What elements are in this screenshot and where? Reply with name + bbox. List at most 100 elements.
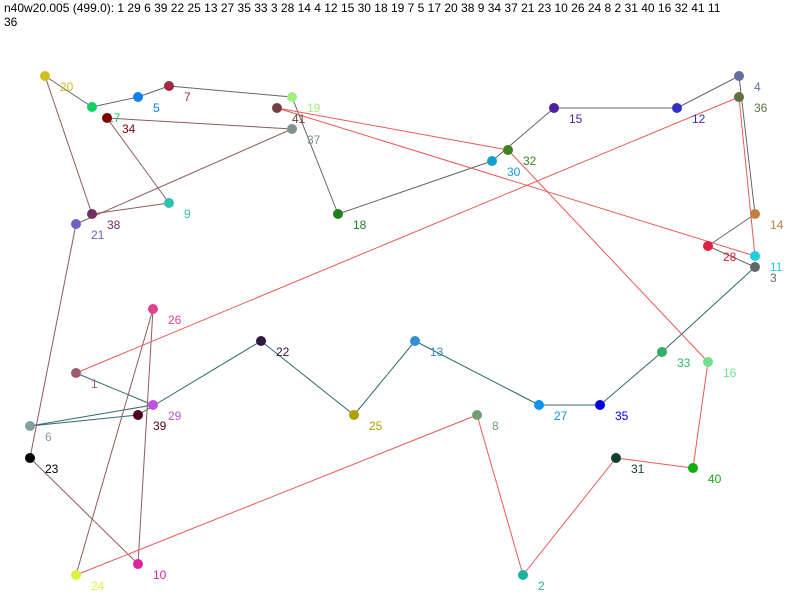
node-33 bbox=[657, 347, 667, 357]
node-label: 37 bbox=[307, 133, 321, 147]
node-label: 2 bbox=[538, 579, 545, 593]
edge-31-40 bbox=[615, 457, 694, 469]
node-label: 40 bbox=[708, 472, 722, 486]
node-19 bbox=[287, 92, 297, 102]
node-label: 24 bbox=[91, 579, 105, 593]
node-11 bbox=[750, 251, 760, 261]
node-12 bbox=[672, 103, 682, 113]
node-label: 11 bbox=[770, 260, 783, 274]
edge-17-20 bbox=[44, 75, 93, 108]
edge-7-5 bbox=[137, 85, 170, 98]
edge-40-16 bbox=[692, 361, 709, 469]
node-label: 28 bbox=[723, 250, 737, 264]
edge-21-23 bbox=[29, 223, 77, 459]
node-27 bbox=[534, 400, 544, 410]
edge-32-41 bbox=[276, 107, 509, 151]
edge-10-26 bbox=[137, 308, 154, 565]
node-label: 35 bbox=[615, 409, 629, 423]
edge-38-9 bbox=[91, 202, 170, 215]
node-16 bbox=[703, 357, 713, 367]
edge-5-17 bbox=[91, 96, 139, 108]
node-label: 38 bbox=[107, 218, 121, 232]
node-label: 31 bbox=[631, 462, 645, 476]
node-2 bbox=[518, 570, 528, 580]
node-label: 9 bbox=[184, 207, 191, 221]
node-39 bbox=[133, 410, 143, 420]
node-label: 23 bbox=[45, 462, 59, 476]
node-label: 29 bbox=[168, 409, 182, 423]
node-label: 3 bbox=[770, 271, 777, 285]
node-17 bbox=[87, 102, 97, 112]
node-label: 26 bbox=[168, 313, 182, 327]
edge-41-11 bbox=[276, 107, 756, 257]
node-10 bbox=[133, 559, 143, 569]
node-1 bbox=[71, 368, 81, 378]
edge-23-10 bbox=[29, 457, 139, 565]
node-21 bbox=[71, 219, 81, 229]
node-label: 6 bbox=[45, 430, 52, 444]
node-label: 15 bbox=[569, 112, 583, 126]
edge-16-32 bbox=[507, 149, 709, 363]
node-35 bbox=[595, 400, 605, 410]
node-6 bbox=[25, 421, 35, 431]
edge-6-39 bbox=[29, 414, 139, 427]
node-41 bbox=[272, 103, 282, 113]
node-label: 10 bbox=[153, 568, 167, 582]
edges bbox=[29, 75, 756, 576]
edge-22-25 bbox=[260, 340, 355, 416]
node-24 bbox=[71, 570, 81, 580]
node-15 bbox=[549, 103, 559, 113]
edge-1-29 bbox=[75, 372, 154, 406]
node-32 bbox=[503, 145, 513, 155]
node-label: 19 bbox=[307, 101, 321, 115]
edge-36-1 bbox=[75, 96, 740, 374]
node-label: 39 bbox=[153, 419, 167, 433]
edge-3-28 bbox=[707, 245, 756, 268]
node-label: 7 bbox=[184, 90, 191, 104]
node-9 bbox=[164, 198, 174, 208]
node-28 bbox=[703, 241, 713, 251]
edge-37-21 bbox=[75, 128, 293, 225]
edge-11-36 bbox=[738, 96, 756, 257]
node-label: 8 bbox=[492, 419, 499, 433]
edge-29-6 bbox=[29, 404, 154, 427]
node-26 bbox=[148, 304, 158, 314]
edge-24-8 bbox=[75, 414, 478, 576]
node-30 bbox=[487, 156, 497, 166]
edge-25-13 bbox=[353, 340, 416, 416]
edge-19-7 bbox=[168, 85, 293, 98]
node-label: 14 bbox=[770, 218, 784, 232]
edge-33-3 bbox=[661, 266, 756, 353]
tour-title: n40w20.005 (499.0): 1 29 6 39 22 25 13 2… bbox=[4, 1, 721, 29]
node-7 bbox=[164, 81, 174, 91]
node-label: 34 bbox=[122, 122, 136, 136]
edge-9-34 bbox=[106, 117, 170, 204]
edge-18-19 bbox=[291, 96, 339, 215]
node-label: 5 bbox=[153, 101, 160, 115]
edge-30-18 bbox=[337, 160, 493, 215]
node-label: 16 bbox=[723, 366, 737, 380]
edge-15-30 bbox=[491, 107, 555, 162]
node-label: 4 bbox=[754, 80, 761, 94]
node-18 bbox=[333, 209, 343, 219]
node-label: 25 bbox=[369, 419, 383, 433]
node-37 bbox=[287, 124, 297, 134]
node-4 bbox=[734, 71, 744, 81]
node-label: 1 bbox=[91, 377, 98, 391]
node-label: 32 bbox=[523, 154, 537, 168]
edge-39-22 bbox=[137, 340, 262, 416]
edge-4-12 bbox=[676, 75, 740, 109]
edge-26-24 bbox=[75, 308, 154, 576]
node-40 bbox=[688, 463, 698, 473]
node-38 bbox=[87, 209, 97, 219]
node-29 bbox=[148, 400, 158, 410]
node-label: 33 bbox=[677, 356, 691, 370]
node-label: 13 bbox=[430, 345, 444, 359]
node-label: 22 bbox=[276, 345, 290, 359]
node-36 bbox=[734, 92, 744, 102]
edge-20-38 bbox=[44, 75, 93, 215]
edge-13-27 bbox=[414, 340, 540, 406]
edge-2-31 bbox=[522, 457, 617, 576]
node-8 bbox=[472, 410, 482, 420]
